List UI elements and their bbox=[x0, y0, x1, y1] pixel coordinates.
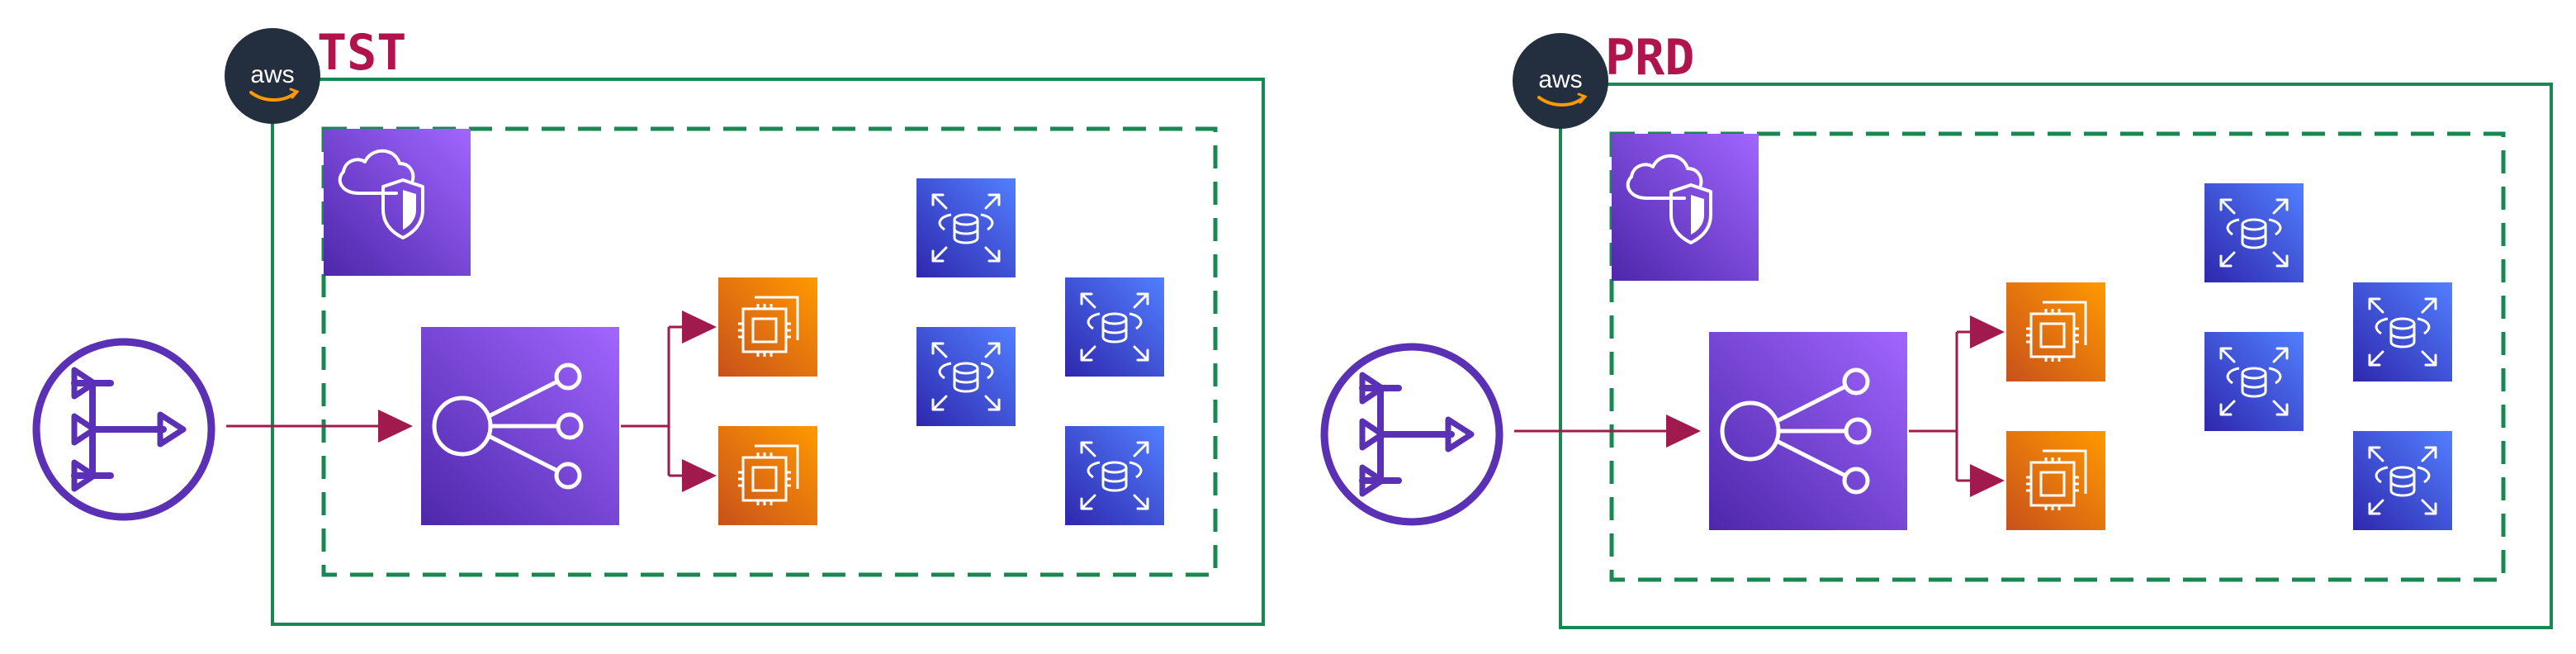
rds-database-icon[interactable] bbox=[2353, 282, 2452, 382]
rds-database-icon[interactable] bbox=[2353, 431, 2452, 530]
vpc-boundary bbox=[1609, 131, 2506, 582]
environment-label: PRD bbox=[1605, 29, 1694, 87]
ec2-instance-icon[interactable] bbox=[2006, 431, 2105, 530]
environment-label: TST bbox=[317, 24, 406, 82]
connector-arrows bbox=[1514, 315, 2005, 497]
network-load-balancer-icon[interactable] bbox=[1324, 347, 1499, 522]
aws-cloud-boundary bbox=[1559, 83, 2553, 629]
elastic-load-balancing-icon[interactable] bbox=[1709, 332, 1907, 530]
cloud-shield-icon[interactable] bbox=[324, 129, 471, 276]
aws-logo-icon bbox=[1511, 31, 1610, 130]
ec2-instance-icon[interactable] bbox=[718, 426, 817, 525]
aws-logo-icon bbox=[223, 26, 322, 126]
rds-database-icon[interactable] bbox=[916, 178, 1016, 277]
environment-prd: PRD bbox=[1324, 29, 2553, 629]
rds-database-icon[interactable] bbox=[2204, 332, 2304, 431]
rds-database-icon[interactable] bbox=[1065, 426, 1164, 525]
aws-cloud-boundary bbox=[271, 78, 1265, 626]
environment-tst: TST bbox=[36, 24, 1265, 626]
rds-database-icon[interactable] bbox=[1065, 277, 1164, 377]
vpc-boundary bbox=[321, 126, 1218, 577]
cloud-shield-icon[interactable] bbox=[1612, 134, 1759, 281]
elastic-load-balancing-icon[interactable] bbox=[421, 327, 619, 525]
ec2-instance-icon[interactable] bbox=[718, 277, 817, 377]
rds-database-icon[interactable] bbox=[2204, 183, 2304, 282]
network-load-balancer-icon[interactable] bbox=[36, 342, 211, 517]
connector-arrows bbox=[226, 310, 717, 492]
ec2-instance-icon[interactable] bbox=[2006, 282, 2105, 382]
rds-database-icon[interactable] bbox=[916, 327, 1016, 426]
